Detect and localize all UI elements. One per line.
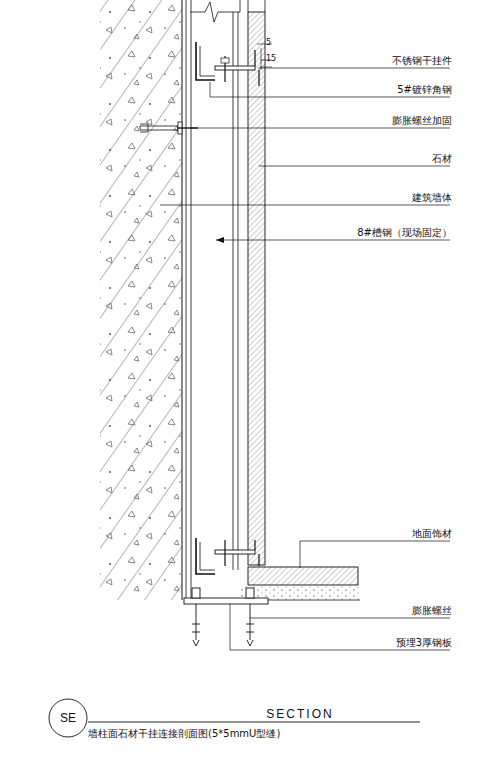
callout-label: 8#槽钢（现场固定） <box>357 227 452 239</box>
callout-label: 膨胀螺丝 <box>412 605 452 617</box>
symbol-text: SE <box>48 698 88 738</box>
callout-label: 石材 <box>432 153 452 165</box>
callout-label: 5#镀锌角钢 <box>397 84 452 96</box>
callout-label: 预埋3厚钢板 <box>396 637 452 649</box>
callout-label: 膨胀螺丝加固 <box>392 115 452 127</box>
callout-label: 不锈钢干挂件 <box>392 55 452 67</box>
drawing-caption: 墙柱面石材干挂连接剖面图(5*5mmU型缝) <box>88 728 280 740</box>
dimension-text: 5 <box>266 38 271 47</box>
section-symbol: SE <box>48 698 88 738</box>
callout-label: 地面饰材 <box>412 528 452 540</box>
dimension-text: 15 <box>266 54 276 63</box>
section-title: SECTION <box>266 708 333 720</box>
callout-label: 建筑墙体 <box>412 192 452 204</box>
